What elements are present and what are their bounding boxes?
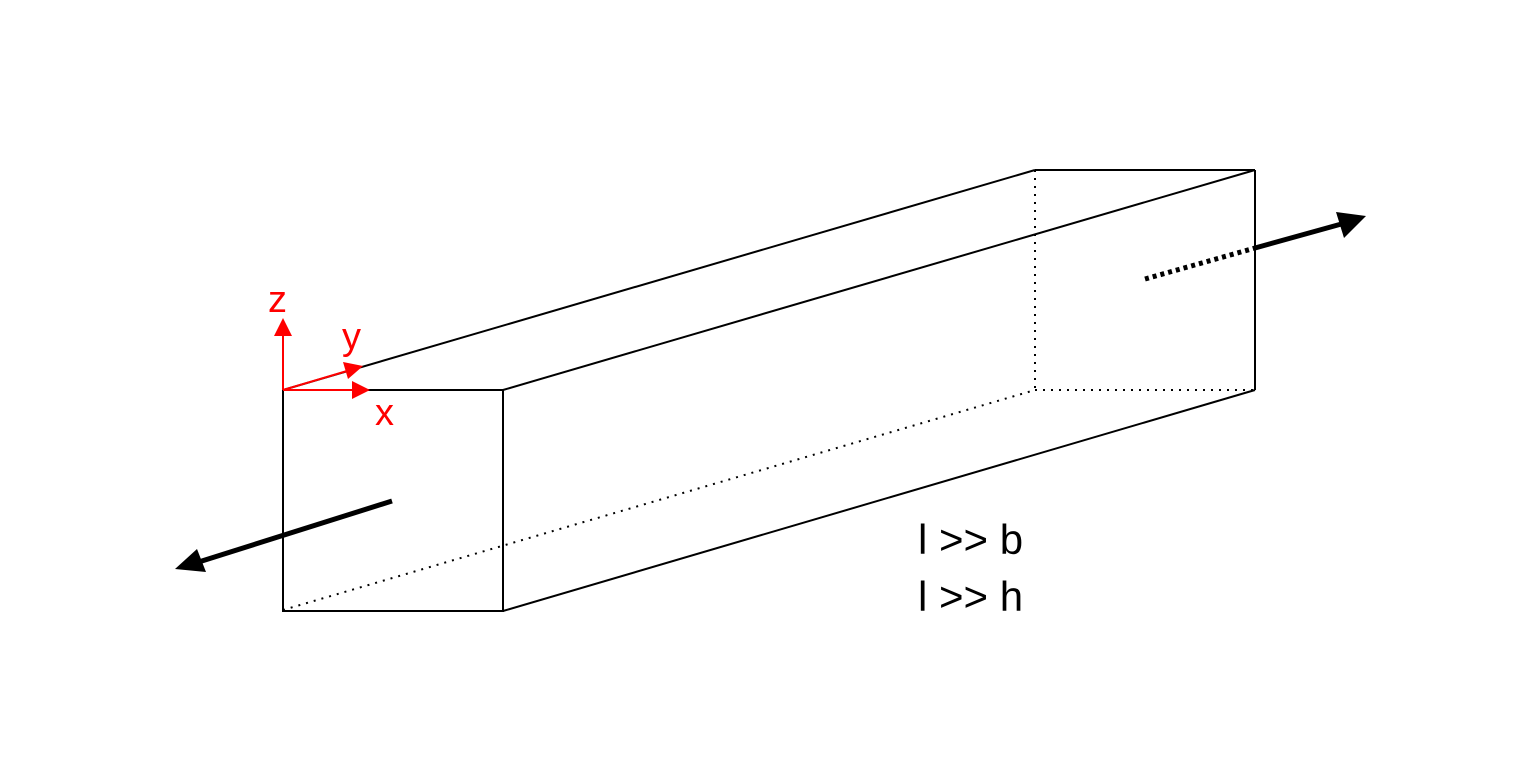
y-axis-label: y: [342, 316, 361, 358]
force-arrows: [175, 212, 1366, 572]
force-arrow-left-head: [175, 549, 206, 572]
beam-edges: [282, 169, 1256, 612]
force-arrow-left: [184, 498, 393, 569]
x-axis-label: x: [375, 392, 394, 434]
edge-top-left-long: [282, 169, 1036, 391]
edge-top-right-long: [502, 169, 1256, 391]
force-arrow-right: [1254, 220, 1346, 251]
coordinate-system: [274, 318, 370, 399]
z-axis-head: [274, 318, 292, 336]
edge-bottom-right-long: [502, 389, 1256, 612]
y-axis: [282, 370, 348, 391]
force-arrow-right-head: [1336, 212, 1366, 238]
force-arrow-right-hidden-part: [1144, 245, 1256, 282]
y-axis-head: [343, 362, 363, 379]
condition-length-vs-width: l >> b: [918, 516, 1023, 563]
x-axis-head: [352, 381, 370, 399]
condition-length-vs-height: l >> h: [918, 573, 1023, 620]
front-face: [282, 389, 504, 612]
z-axis-label: z: [268, 279, 287, 321]
